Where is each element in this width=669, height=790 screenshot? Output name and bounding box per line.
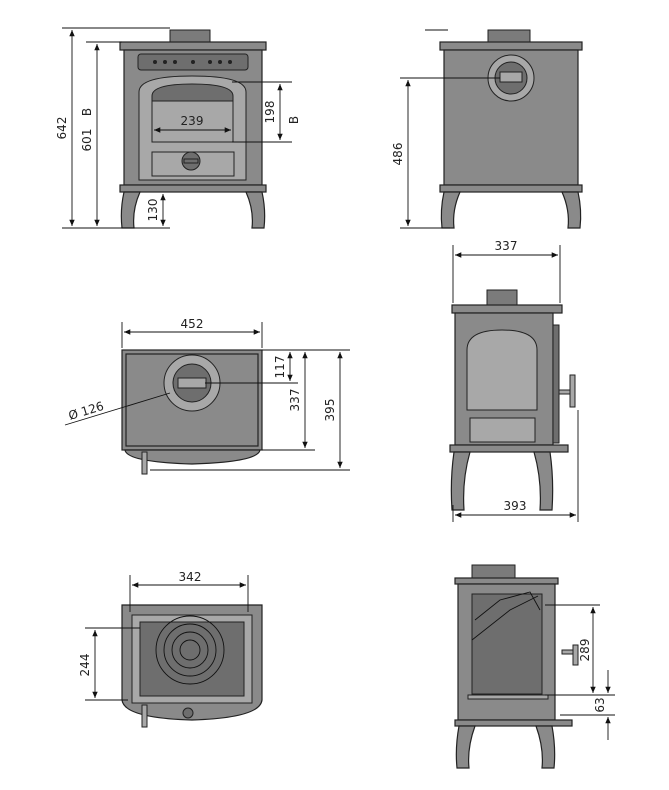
- section-view: 289 63: [454, 564, 615, 769]
- glass-height-label: 198: [263, 101, 277, 124]
- firebox-height-label: 289: [578, 639, 592, 662]
- body-height-suffix: B: [80, 108, 94, 116]
- body-height-label: 601: [80, 129, 94, 152]
- firebox-plan-view: 342 244: [78, 570, 263, 728]
- flue-offset-label: 117: [273, 356, 287, 379]
- plan-view: 452 117 337 395 Ø 126: [64, 317, 350, 475]
- grate-height-label: 63: [593, 697, 607, 712]
- overall-height-label: 642: [55, 117, 69, 140]
- body-depth-label: 337: [288, 389, 302, 412]
- front-view: 642 601 B 198 B 239 130: [55, 27, 301, 229]
- rear-view: 486: [391, 29, 583, 229]
- firebox-width-label: 342: [179, 570, 202, 584]
- glass-height-suffix: B: [287, 116, 301, 124]
- flue-centre-height-label: 486: [391, 143, 405, 166]
- flue-diameter-label: Ø 126: [67, 399, 106, 423]
- overall-depth-label: 395: [323, 399, 337, 422]
- glass-width-label: 239: [181, 114, 204, 128]
- side-view: 337 393: [449, 239, 579, 522]
- leg-height-label: 130: [146, 199, 160, 222]
- side-overall-depth-label: 393: [504, 499, 527, 513]
- firebox-depth-label: 244: [78, 654, 92, 677]
- plan-width-label: 452: [181, 317, 204, 331]
- side-top-depth-label: 337: [495, 239, 518, 253]
